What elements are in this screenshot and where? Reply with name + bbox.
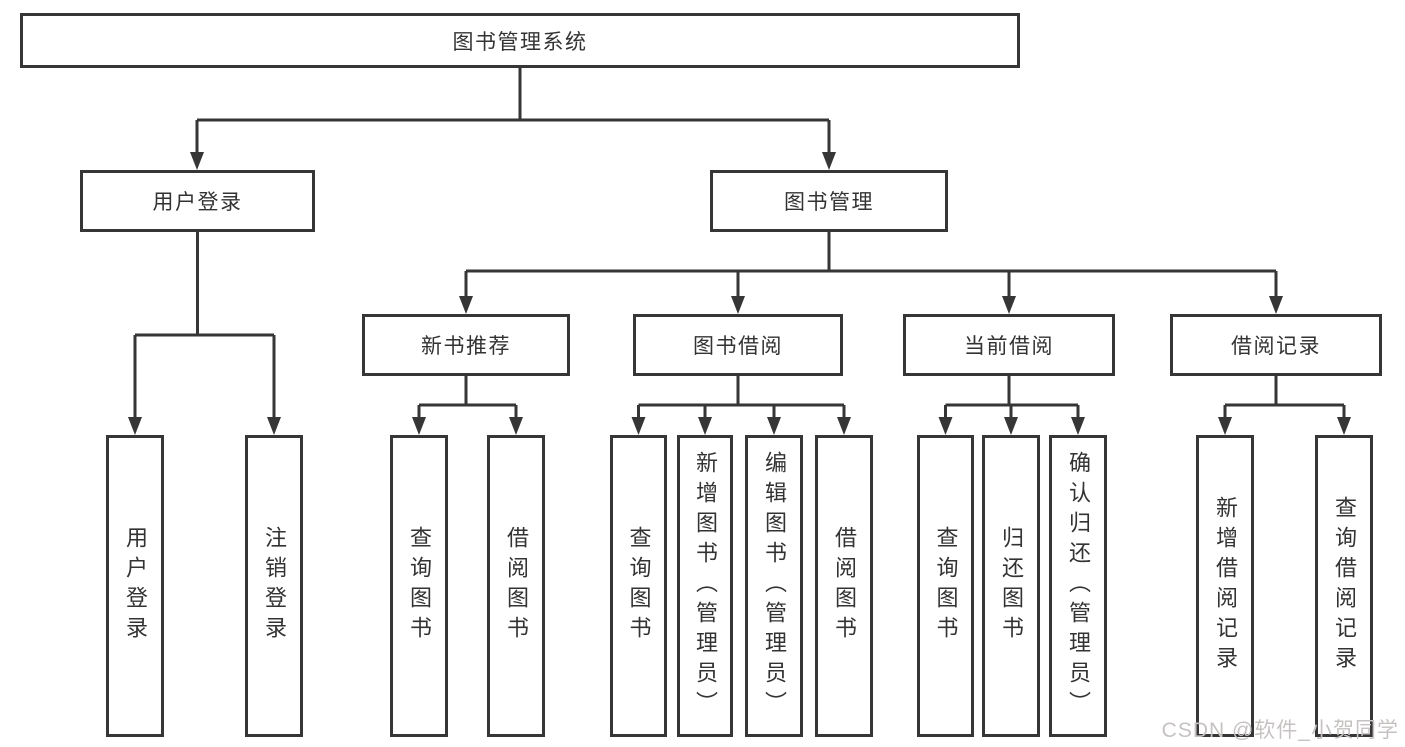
arrowheads: [128, 152, 1351, 435]
leaf-query-books-recommend: 查询图书: [390, 435, 448, 737]
leaf-query-books-borrowing: 查询图书: [610, 435, 667, 737]
leaf-label: 借阅图书: [504, 526, 529, 646]
leaf-label: 编辑图书（管理员）: [762, 451, 787, 721]
leaf-return-books: 归还图书: [982, 435, 1040, 737]
node-book-management: 图书管理: [710, 170, 948, 232]
leaf-label: 查询图书: [933, 526, 959, 646]
node-current-borrowing: 当前借阅: [903, 314, 1115, 376]
leaf-label: 查询借阅记录: [1332, 496, 1357, 676]
leaf-edit-books-admin: 编辑图书（管理员）: [745, 435, 803, 737]
leaf-label: 确认归还（管理员）: [1066, 451, 1091, 721]
leaf-label: 用户登录: [123, 526, 148, 646]
leaf-query-books-current: 查询图书: [917, 435, 974, 737]
leaf-confirm-return-admin: 确认归还（管理员）: [1049, 435, 1107, 737]
leaf-label: 新增图书（管理员）: [693, 451, 718, 721]
leaf-borrow-books: 借阅图书: [815, 435, 873, 737]
node-new-book-recommendation: 新书推荐: [362, 314, 570, 376]
leaf-label: 注销登录: [262, 526, 287, 646]
leaf-label: 归还图书: [999, 526, 1024, 646]
node-library-management-system: 图书管理系统: [20, 13, 1020, 68]
leaf-label: 新增借阅记录: [1213, 496, 1238, 676]
leaf-borrow-books-recommend: 借阅图书: [487, 435, 545, 737]
node-book-borrowing: 图书借阅: [633, 314, 843, 376]
csdn-watermark: CSDN @软件_小贺同学: [1161, 719, 1399, 742]
leaf-logout: 注销登录: [245, 435, 303, 737]
leaf-label: 查询图书: [407, 526, 432, 646]
leaf-add-books-admin: 新增图书（管理员）: [677, 435, 733, 737]
node-borrowing-records: 借阅记录: [1170, 314, 1382, 376]
leaf-query-borrow-record: 查询借阅记录: [1315, 435, 1373, 737]
leaf-user-login: 用户登录: [106, 435, 164, 737]
node-user-login: 用户登录: [80, 170, 315, 232]
leaf-add-borrow-record: 新增借阅记录: [1196, 435, 1254, 737]
leaf-label: 查询图书: [626, 526, 652, 646]
leaf-label: 借阅图书: [832, 526, 857, 646]
